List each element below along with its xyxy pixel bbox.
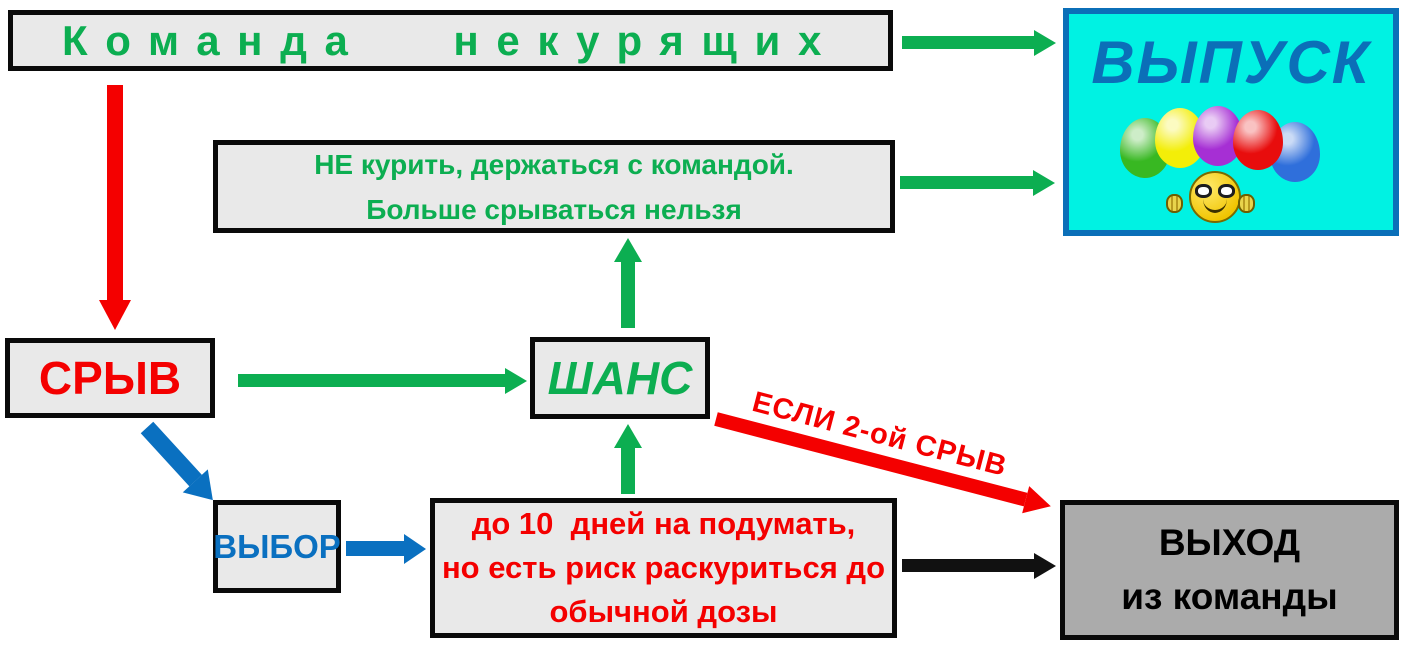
node-choice-label: ВЫБОР <box>213 527 341 565</box>
node-rule: НЕ курить, держаться с командой. Больше … <box>213 140 895 233</box>
node-choice: ВЫБОР <box>213 500 341 593</box>
arrow-choice-to-think <box>346 533 426 564</box>
node-rule-line1: НЕ курить, держаться с командой. <box>314 148 794 180</box>
node-think-line1: до 10 дней на подумать, <box>471 506 856 541</box>
node-think: до 10 дней на подумать, но есть риск рас… <box>430 498 897 638</box>
node-graduation-label: ВЫПУСК <box>1091 29 1371 96</box>
node-rule-line2: Больше срываться нельзя <box>366 193 742 225</box>
arrow-chance-to-rule <box>621 262 635 328</box>
node-relapse-label: СРЫВ <box>38 352 182 404</box>
node-graduation: ВЫПУСК <box>1063 8 1399 236</box>
applause-smiley-icon <box>1189 171 1241 223</box>
arrow-relapse-to-chance <box>238 367 527 394</box>
node-team: Команда некурящих <box>8 10 893 71</box>
node-relapse: СРЫВ <box>5 338 215 418</box>
clapping-hand-icon <box>1166 194 1183 213</box>
node-team-label: Команда некурящих <box>62 16 839 64</box>
arrow-rule-to-graduation <box>900 169 1055 196</box>
arrow-team-to-relapse <box>107 85 123 300</box>
node-chance: ШАНС <box>530 337 710 419</box>
node-think-line3: обычной дозы <box>549 594 778 629</box>
arrow-think-to-exit <box>902 552 1056 579</box>
node-think-line2: но есть риск раскуриться до <box>441 550 886 585</box>
arrow-think-to-chance <box>621 448 635 494</box>
arrow-team-to-graduation <box>902 29 1056 56</box>
arrow-relapse-to-choice <box>140 421 202 487</box>
clapping-hand-icon <box>1238 194 1255 213</box>
node-exit-line2: из команды <box>1121 576 1338 617</box>
node-chance-label: ШАНС <box>547 352 693 404</box>
node-exit: ВЫХОД из команды <box>1060 500 1399 640</box>
node-exit-line1: ВЫХОД <box>1158 522 1301 563</box>
balloon-red-icon <box>1233 110 1283 170</box>
